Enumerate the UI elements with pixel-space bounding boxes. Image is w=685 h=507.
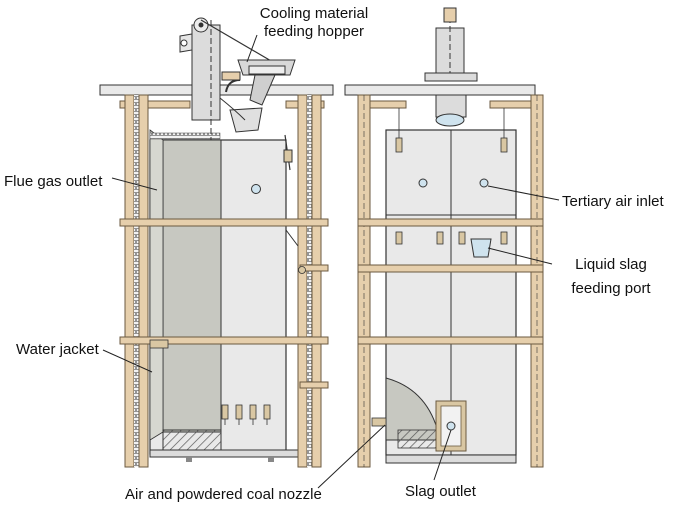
observation-port-left xyxy=(251,184,261,194)
tertiary-air-port-1 xyxy=(418,178,428,188)
tertiary-air-port-2 xyxy=(479,178,489,188)
flue-gas-duct xyxy=(162,139,222,433)
label-liquid-slag: Liquid slag feeding port xyxy=(556,256,666,298)
label-air-coal-nozzle: Air and powdered coal nozzle xyxy=(125,486,322,503)
label-cooling-hopper-line1: Cooling material xyxy=(259,5,369,22)
label-water-jacket: Water jacket xyxy=(16,341,99,358)
label-cooling-hopper-line2: feeding hopper xyxy=(263,23,365,40)
top-beam-left xyxy=(119,100,191,109)
label-slag-outlet: Slag outlet xyxy=(405,483,476,500)
beam-mid-left xyxy=(119,218,329,227)
label-tertiary-air-inlet: Tertiary air inlet xyxy=(562,193,664,210)
beam-low-left xyxy=(119,336,329,345)
top-platform-right xyxy=(344,84,536,96)
top-stack xyxy=(424,7,478,127)
label-flue-gas-outlet: Flue gas outlet xyxy=(4,173,103,190)
beam-low-right xyxy=(357,336,544,345)
right-view xyxy=(344,7,544,468)
cooling-hopper-assembly xyxy=(179,17,299,247)
beam-mid-right xyxy=(357,218,544,227)
label-liquid-slag-line1: Liquid slag xyxy=(575,256,647,273)
slag-bed-left xyxy=(162,429,222,451)
right-column-a xyxy=(297,94,308,468)
label-cooling-hopper: Cooling material feeding hopper xyxy=(249,5,379,41)
left-view xyxy=(99,17,334,468)
nozzle-group-left xyxy=(221,404,271,425)
left-column-a xyxy=(124,94,135,468)
label-liquid-slag-line2: feeding port xyxy=(571,280,651,297)
liquid-slag-port xyxy=(470,238,492,258)
leader-lines xyxy=(102,34,560,489)
water-jacket-pipe xyxy=(149,339,169,349)
